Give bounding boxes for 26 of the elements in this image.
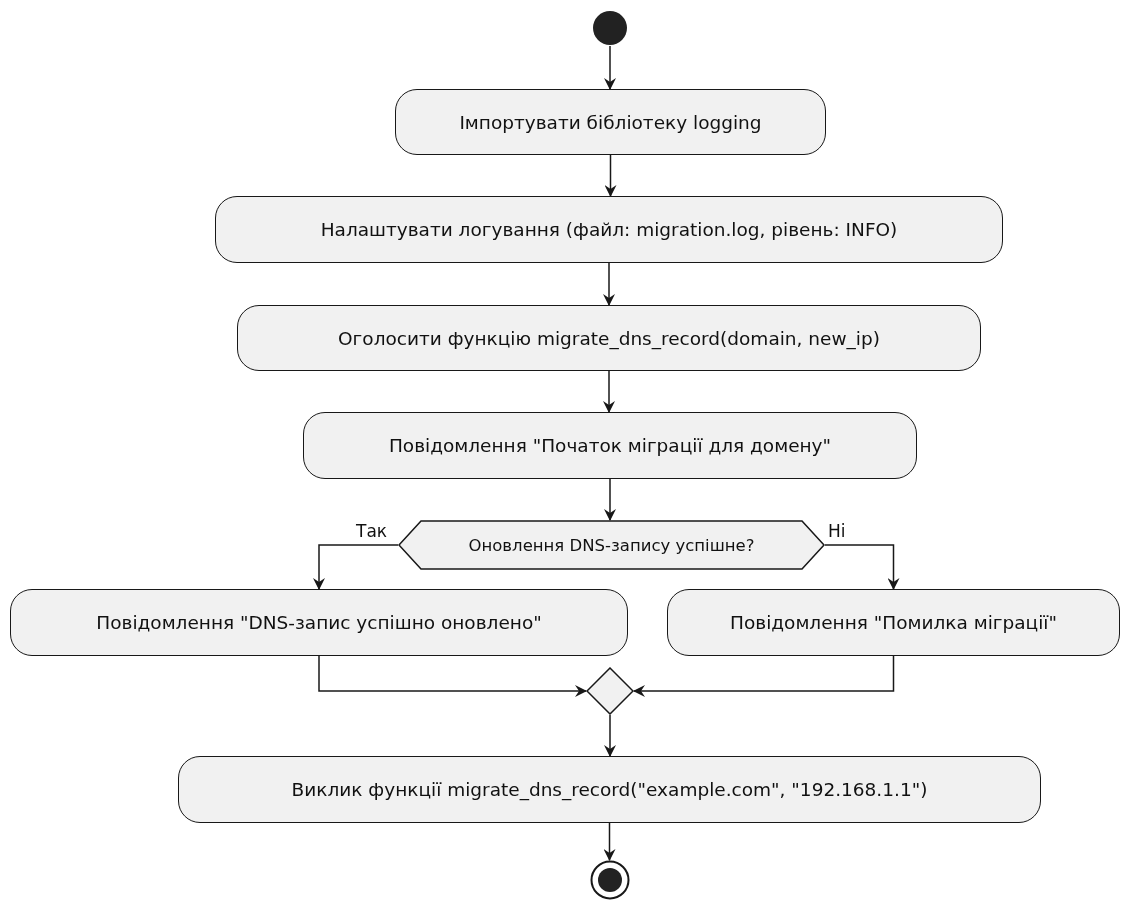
arrow (604, 478, 616, 521)
action-box (237, 305, 981, 371)
action-label: Повідомлення "DNS-запис успішно оновлено" (96, 612, 542, 633)
action-box (667, 589, 1120, 656)
arrow (603, 370, 615, 413)
action-label: Оголосити функцію migrate_dns_record(domain, new_ip) (338, 327, 880, 349)
action-box (215, 196, 1003, 263)
action-label: Налаштувати логування (файл: migration.log, рівень: INFO) (320, 219, 898, 240)
action-box (178, 756, 1041, 823)
action-label: Імпортувати бібліотеку logging (459, 111, 762, 133)
arrow (633, 655, 895, 697)
arrow (318, 655, 587, 697)
action-box (10, 589, 628, 656)
action-label: Повідомлення "Початок міграції для домену" (388, 435, 832, 456)
arrow (604, 714, 616, 757)
action-label: Повідомлення "Помилка міграції" (730, 612, 1057, 633)
action-box (395, 89, 826, 155)
arrow (824, 544, 900, 590)
decision-question: Оновлення DNS-запису успішне? (468, 535, 755, 555)
arrow (604, 154, 617, 197)
arrow (603, 822, 616, 861)
arrow (604, 45, 616, 90)
action-label: Виклик функції migrate_dns_record("example.com", "192.168.1.1") (291, 779, 928, 800)
arrow (603, 262, 615, 306)
action-box (303, 412, 917, 479)
arrow (313, 544, 399, 590)
